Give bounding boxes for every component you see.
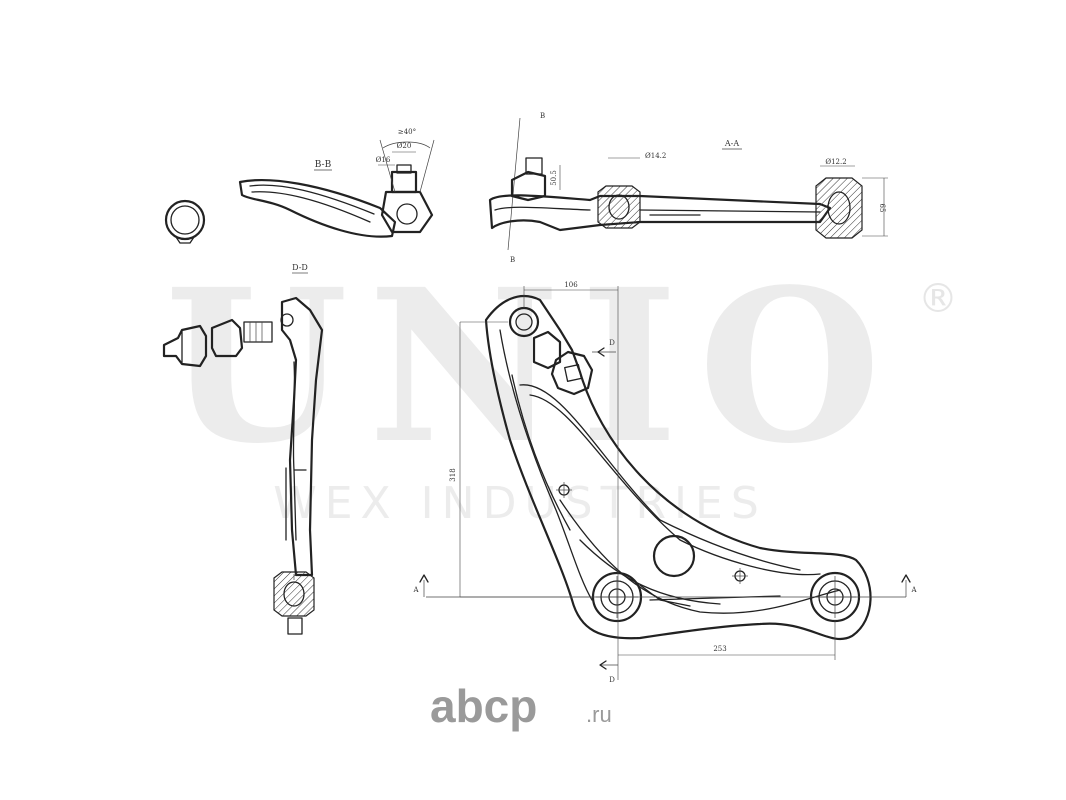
dim-dia-12-2: Ø12.2 bbox=[825, 158, 846, 166]
dim-dia-16: Ø16 bbox=[376, 156, 391, 164]
marker-d-bottom: D bbox=[609, 676, 615, 684]
section-aa-label: A-A bbox=[724, 139, 739, 148]
dim-h-50-5: 50.5 bbox=[550, 170, 558, 186]
main-top-view: 106 318 253 A A D D bbox=[412, 281, 917, 684]
marker-b-bottom: B bbox=[510, 256, 515, 264]
dim-h-65: 65 bbox=[878, 204, 886, 213]
dim-w-106: 106 bbox=[564, 281, 578, 289]
site-logo-main: abcp bbox=[430, 680, 537, 732]
watermark: UNIO WEX INDUSTRIES ® bbox=[165, 243, 958, 529]
dim-w-253: 253 bbox=[713, 645, 726, 653]
section-bb-view: B-B ≥40° Ø20 Ø16 bbox=[238, 128, 435, 238]
section-aa-view: A-A B B 50.5 Ø14.2 Ø12.2 65 bbox=[488, 112, 888, 264]
site-logo-tld: .ru bbox=[586, 702, 612, 727]
watermark-brand: UNIO bbox=[165, 243, 901, 490]
marker-b-top: B bbox=[540, 112, 545, 120]
marker-a-left: A bbox=[412, 586, 419, 594]
dim-dia-20: Ø20 bbox=[397, 142, 412, 150]
dim-h-318: 318 bbox=[449, 468, 457, 481]
section-dd-view: D-D bbox=[162, 263, 324, 635]
site-logo: abcp .ru bbox=[430, 680, 612, 732]
dim-dia-14-2: Ø14.2 bbox=[645, 152, 666, 160]
dim-angle: ≥40° bbox=[398, 128, 416, 136]
marker-a-right: A bbox=[910, 586, 917, 594]
watermark-registered: ® bbox=[918, 276, 958, 322]
marker-d-top: D bbox=[609, 339, 615, 347]
section-dd-label: D-D bbox=[292, 263, 308, 272]
watermark-subtitle: WEX INDUSTRIES bbox=[273, 478, 767, 529]
section-bb-label: B-B bbox=[315, 160, 332, 170]
clip-ring bbox=[164, 199, 206, 244]
